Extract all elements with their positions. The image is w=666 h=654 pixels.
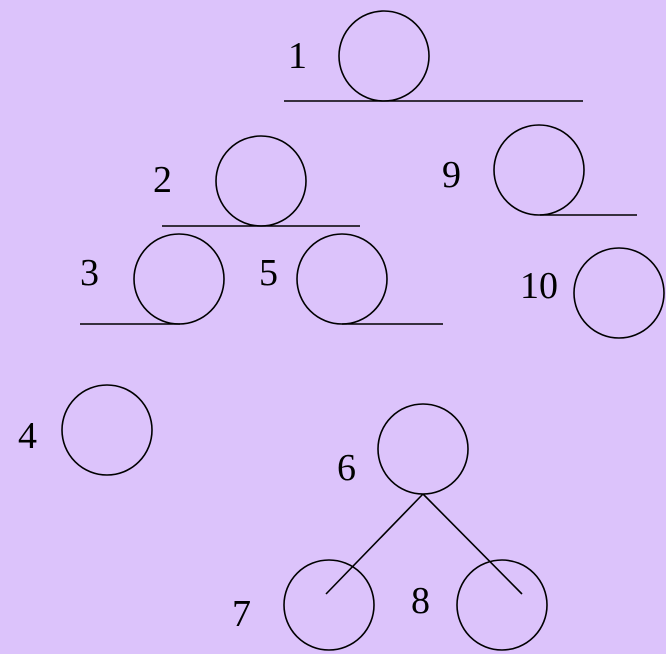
node-7-circle — [283, 559, 375, 651]
node-2-label: 2 — [153, 159, 172, 201]
node-7-label: 7 — [232, 593, 251, 635]
node-4-circle — [61, 384, 153, 476]
node-3-label: 3 — [80, 252, 99, 294]
node-6-circle — [377, 403, 469, 495]
node-8-label: 8 — [411, 580, 430, 622]
node-10-label: 10 — [520, 265, 558, 307]
node-4-label: 4 — [18, 415, 37, 457]
edge-6-to-7 — [325, 493, 424, 595]
node-5-circle — [296, 233, 388, 325]
node-1-circle — [338, 10, 430, 102]
node-6-label: 6 — [337, 447, 356, 489]
node-3-circle — [133, 233, 225, 325]
node-5-label: 5 — [259, 252, 278, 294]
node-9-circle — [493, 124, 585, 216]
edge-6-to-8 — [422, 493, 523, 595]
node-9-label: 9 — [442, 154, 461, 196]
node-10-circle — [573, 247, 665, 339]
node-1-label: 1 — [288, 35, 307, 77]
node-2-circle — [215, 135, 307, 227]
node-8-circle — [456, 559, 548, 651]
